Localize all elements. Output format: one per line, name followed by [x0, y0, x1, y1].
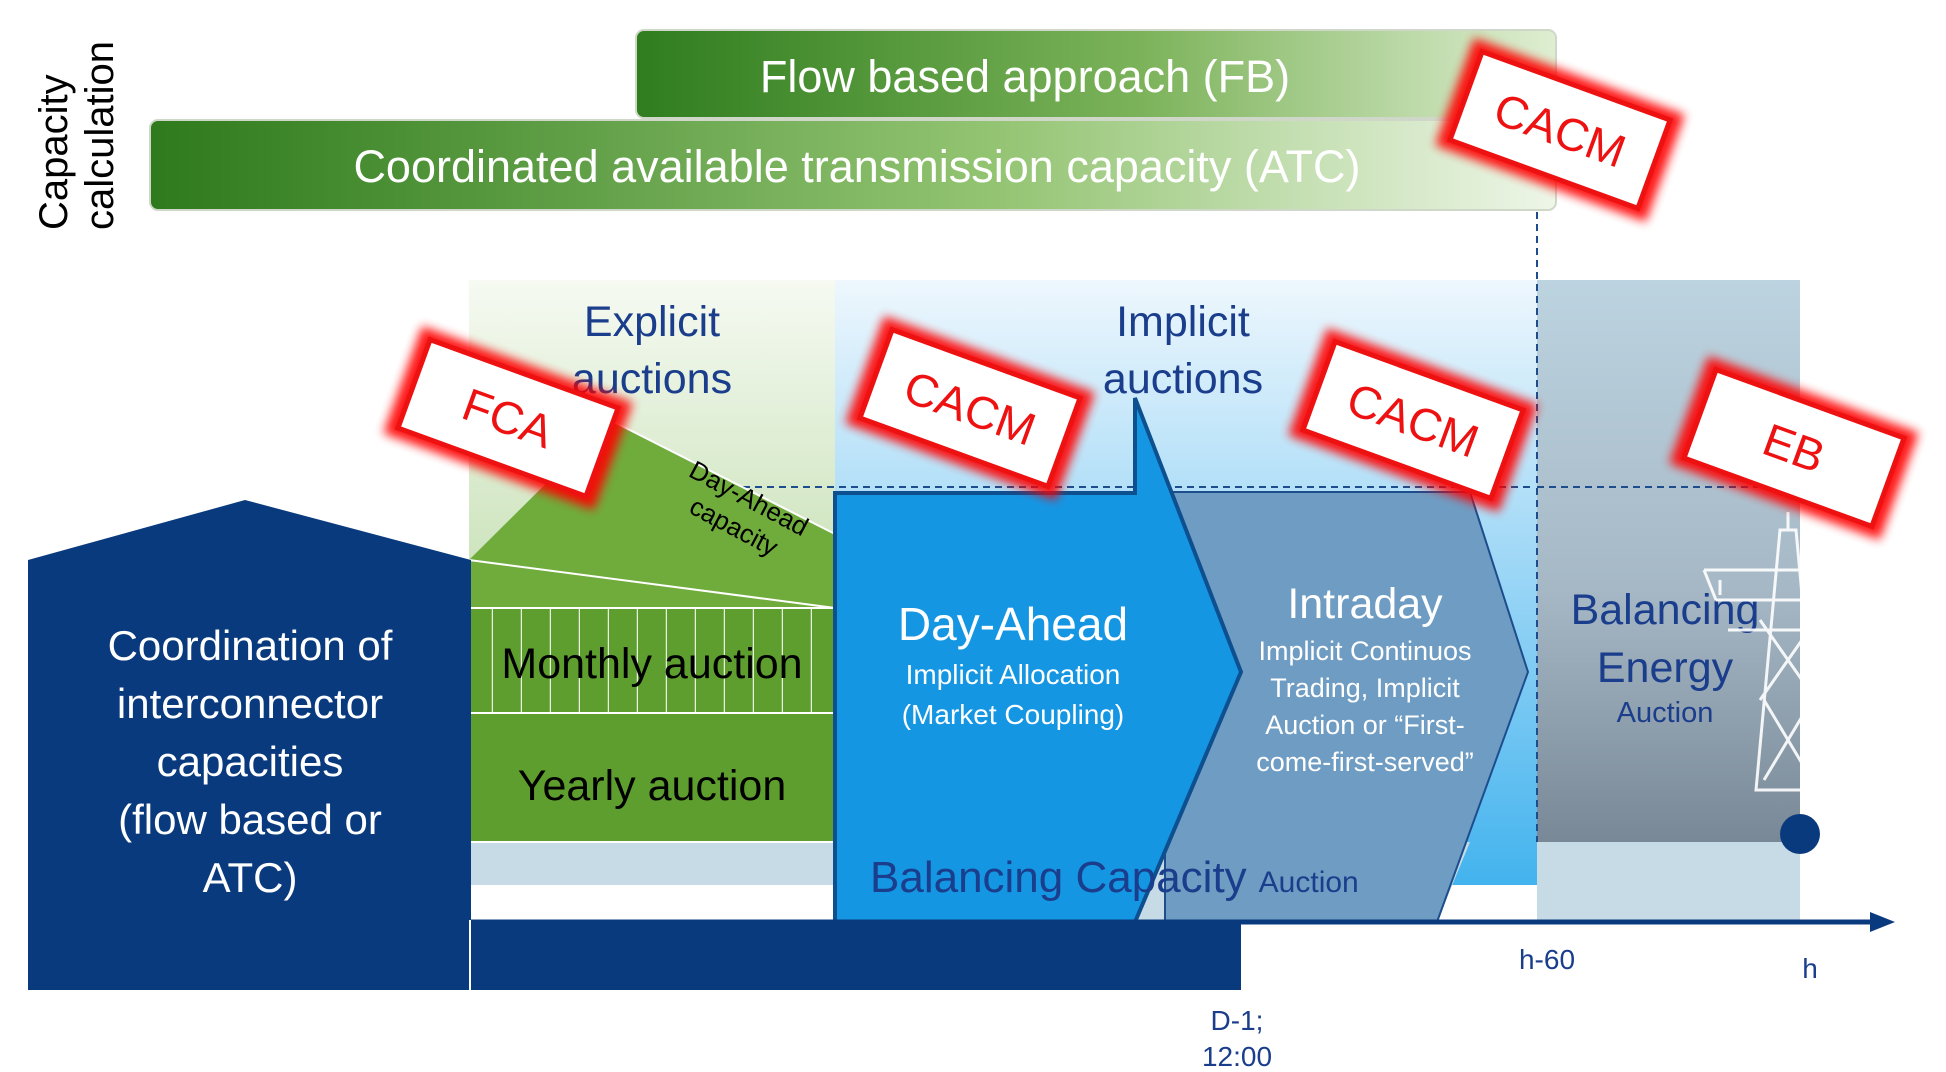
- svg-text:capacities: capacities: [157, 738, 344, 785]
- svg-text:Energy: Energy: [1597, 644, 1734, 692]
- atc-bar: Coordinated available transmission capac…: [149, 119, 1557, 211]
- stamp-fca: FCA: [383, 326, 633, 510]
- balancing-energy-label: Balancing Energy Auction: [1571, 586, 1760, 729]
- transmission-pylon-icon: [1702, 512, 1874, 792]
- d1-time-label: 12:00: [1202, 1041, 1272, 1072]
- svg-text:Coordination of: Coordination of: [108, 622, 393, 669]
- coordination-house: [28, 500, 471, 990]
- svg-text:auctions: auctions: [1103, 355, 1263, 403]
- stamp-cacm-day-ahead: CACM: [845, 316, 1095, 500]
- svg-text:Coordinated available transmis: Coordinated available transmission capac…: [353, 141, 1360, 192]
- balancing-energy-panel: [1537, 280, 1800, 842]
- svg-text:Day-Ahead: Day-Ahead: [898, 598, 1128, 650]
- coordination-house-label: Coordination of interconnector capacitie…: [108, 622, 393, 901]
- day-ahead-capacity-wedge: [469, 420, 835, 608]
- svg-text:Flow based approach (FB): Flow based approach (FB): [760, 51, 1290, 102]
- svg-text:Auction or “First-: Auction or “First-: [1265, 710, 1465, 740]
- monthly-auction-label: Monthly auction: [501, 640, 802, 688]
- timeline-bar: [471, 922, 1241, 990]
- h-label: h: [1802, 953, 1818, 984]
- svg-text:interconnector: interconnector: [117, 680, 383, 727]
- svg-text:Intraday: Intraday: [1287, 580, 1443, 628]
- svg-text:Balancing: Balancing: [1571, 586, 1760, 634]
- h60-label: h-60: [1519, 944, 1575, 975]
- svg-text:Explicit: Explicit: [584, 298, 720, 346]
- stamp-cacm-intraday: CACM: [1288, 328, 1538, 512]
- capacity-calculation-label: Capacity calculation: [32, 41, 122, 230]
- yearly-auction-block: [469, 714, 835, 842]
- svg-text:come-first-served”: come-first-served”: [1256, 747, 1474, 777]
- svg-text:Implicit: Implicit: [1116, 298, 1250, 346]
- stamp-cacm-top: CACM: [1435, 38, 1685, 222]
- svg-text:calculation: calculation: [78, 41, 122, 230]
- svg-text:Capacity: Capacity: [32, 74, 76, 230]
- yearly-auction-label: Yearly auction: [518, 762, 787, 810]
- svg-text:ATC): ATC): [203, 854, 298, 901]
- svg-text:Auction: Auction: [1617, 697, 1714, 729]
- implicit-auctions-title: Implicit auctions: [1103, 298, 1263, 403]
- svg-text:(Market Coupling): (Market Coupling): [902, 699, 1125, 730]
- svg-text:(flow based or: (flow based or: [118, 796, 382, 843]
- gate-closure-dot: [1780, 814, 1820, 854]
- timeline-arrowhead-icon: [1870, 912, 1895, 932]
- svg-text:Implicit Continuos: Implicit Continuos: [1258, 636, 1471, 666]
- d1-label: D-1;: [1211, 1005, 1264, 1036]
- svg-text:Trading, Implicit: Trading, Implicit: [1270, 673, 1460, 703]
- balancing-energy-lower: [1537, 842, 1800, 922]
- flow-based-bar: Flow based approach (FB): [635, 29, 1557, 119]
- stamp-eb: EB: [1669, 356, 1919, 540]
- svg-text:Implicit Allocation: Implicit Allocation: [906, 659, 1121, 690]
